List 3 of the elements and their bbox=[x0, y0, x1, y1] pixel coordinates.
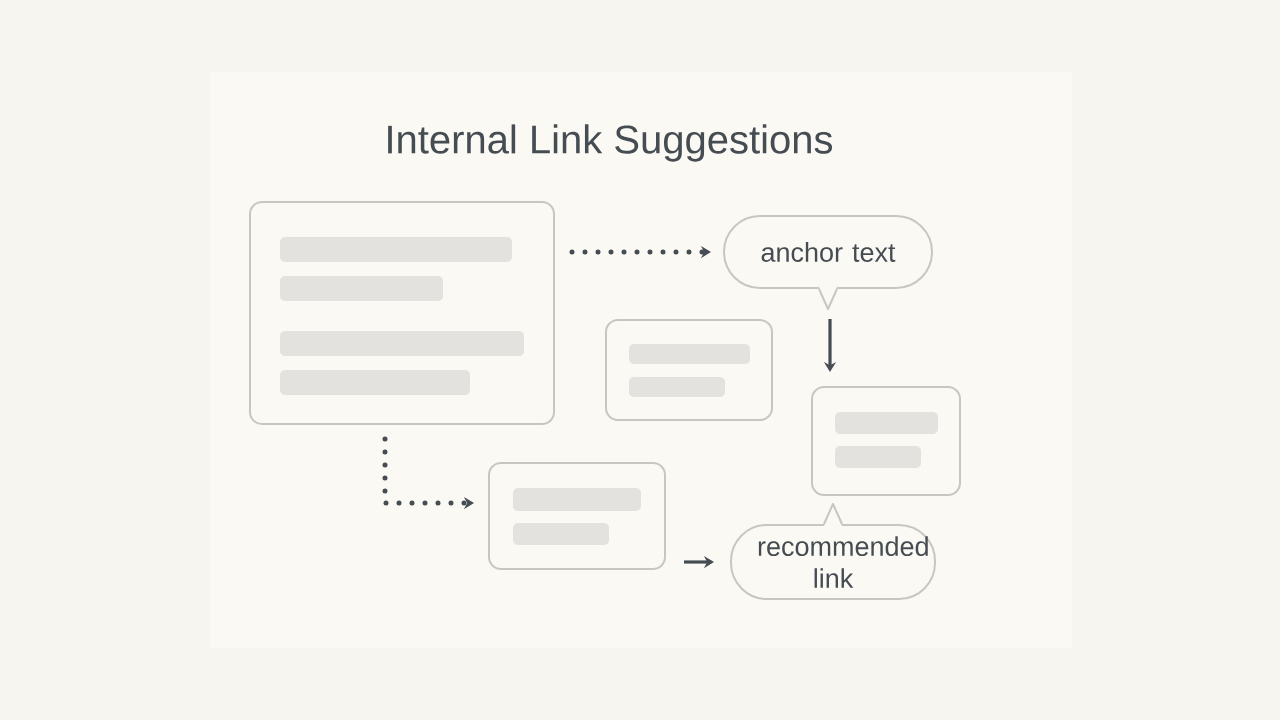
speech-bubble: recommended link bbox=[730, 503, 936, 600]
speech-bubble: anchor text bbox=[723, 215, 933, 310]
title: Internal Link Suggestions bbox=[388, 124, 833, 162]
